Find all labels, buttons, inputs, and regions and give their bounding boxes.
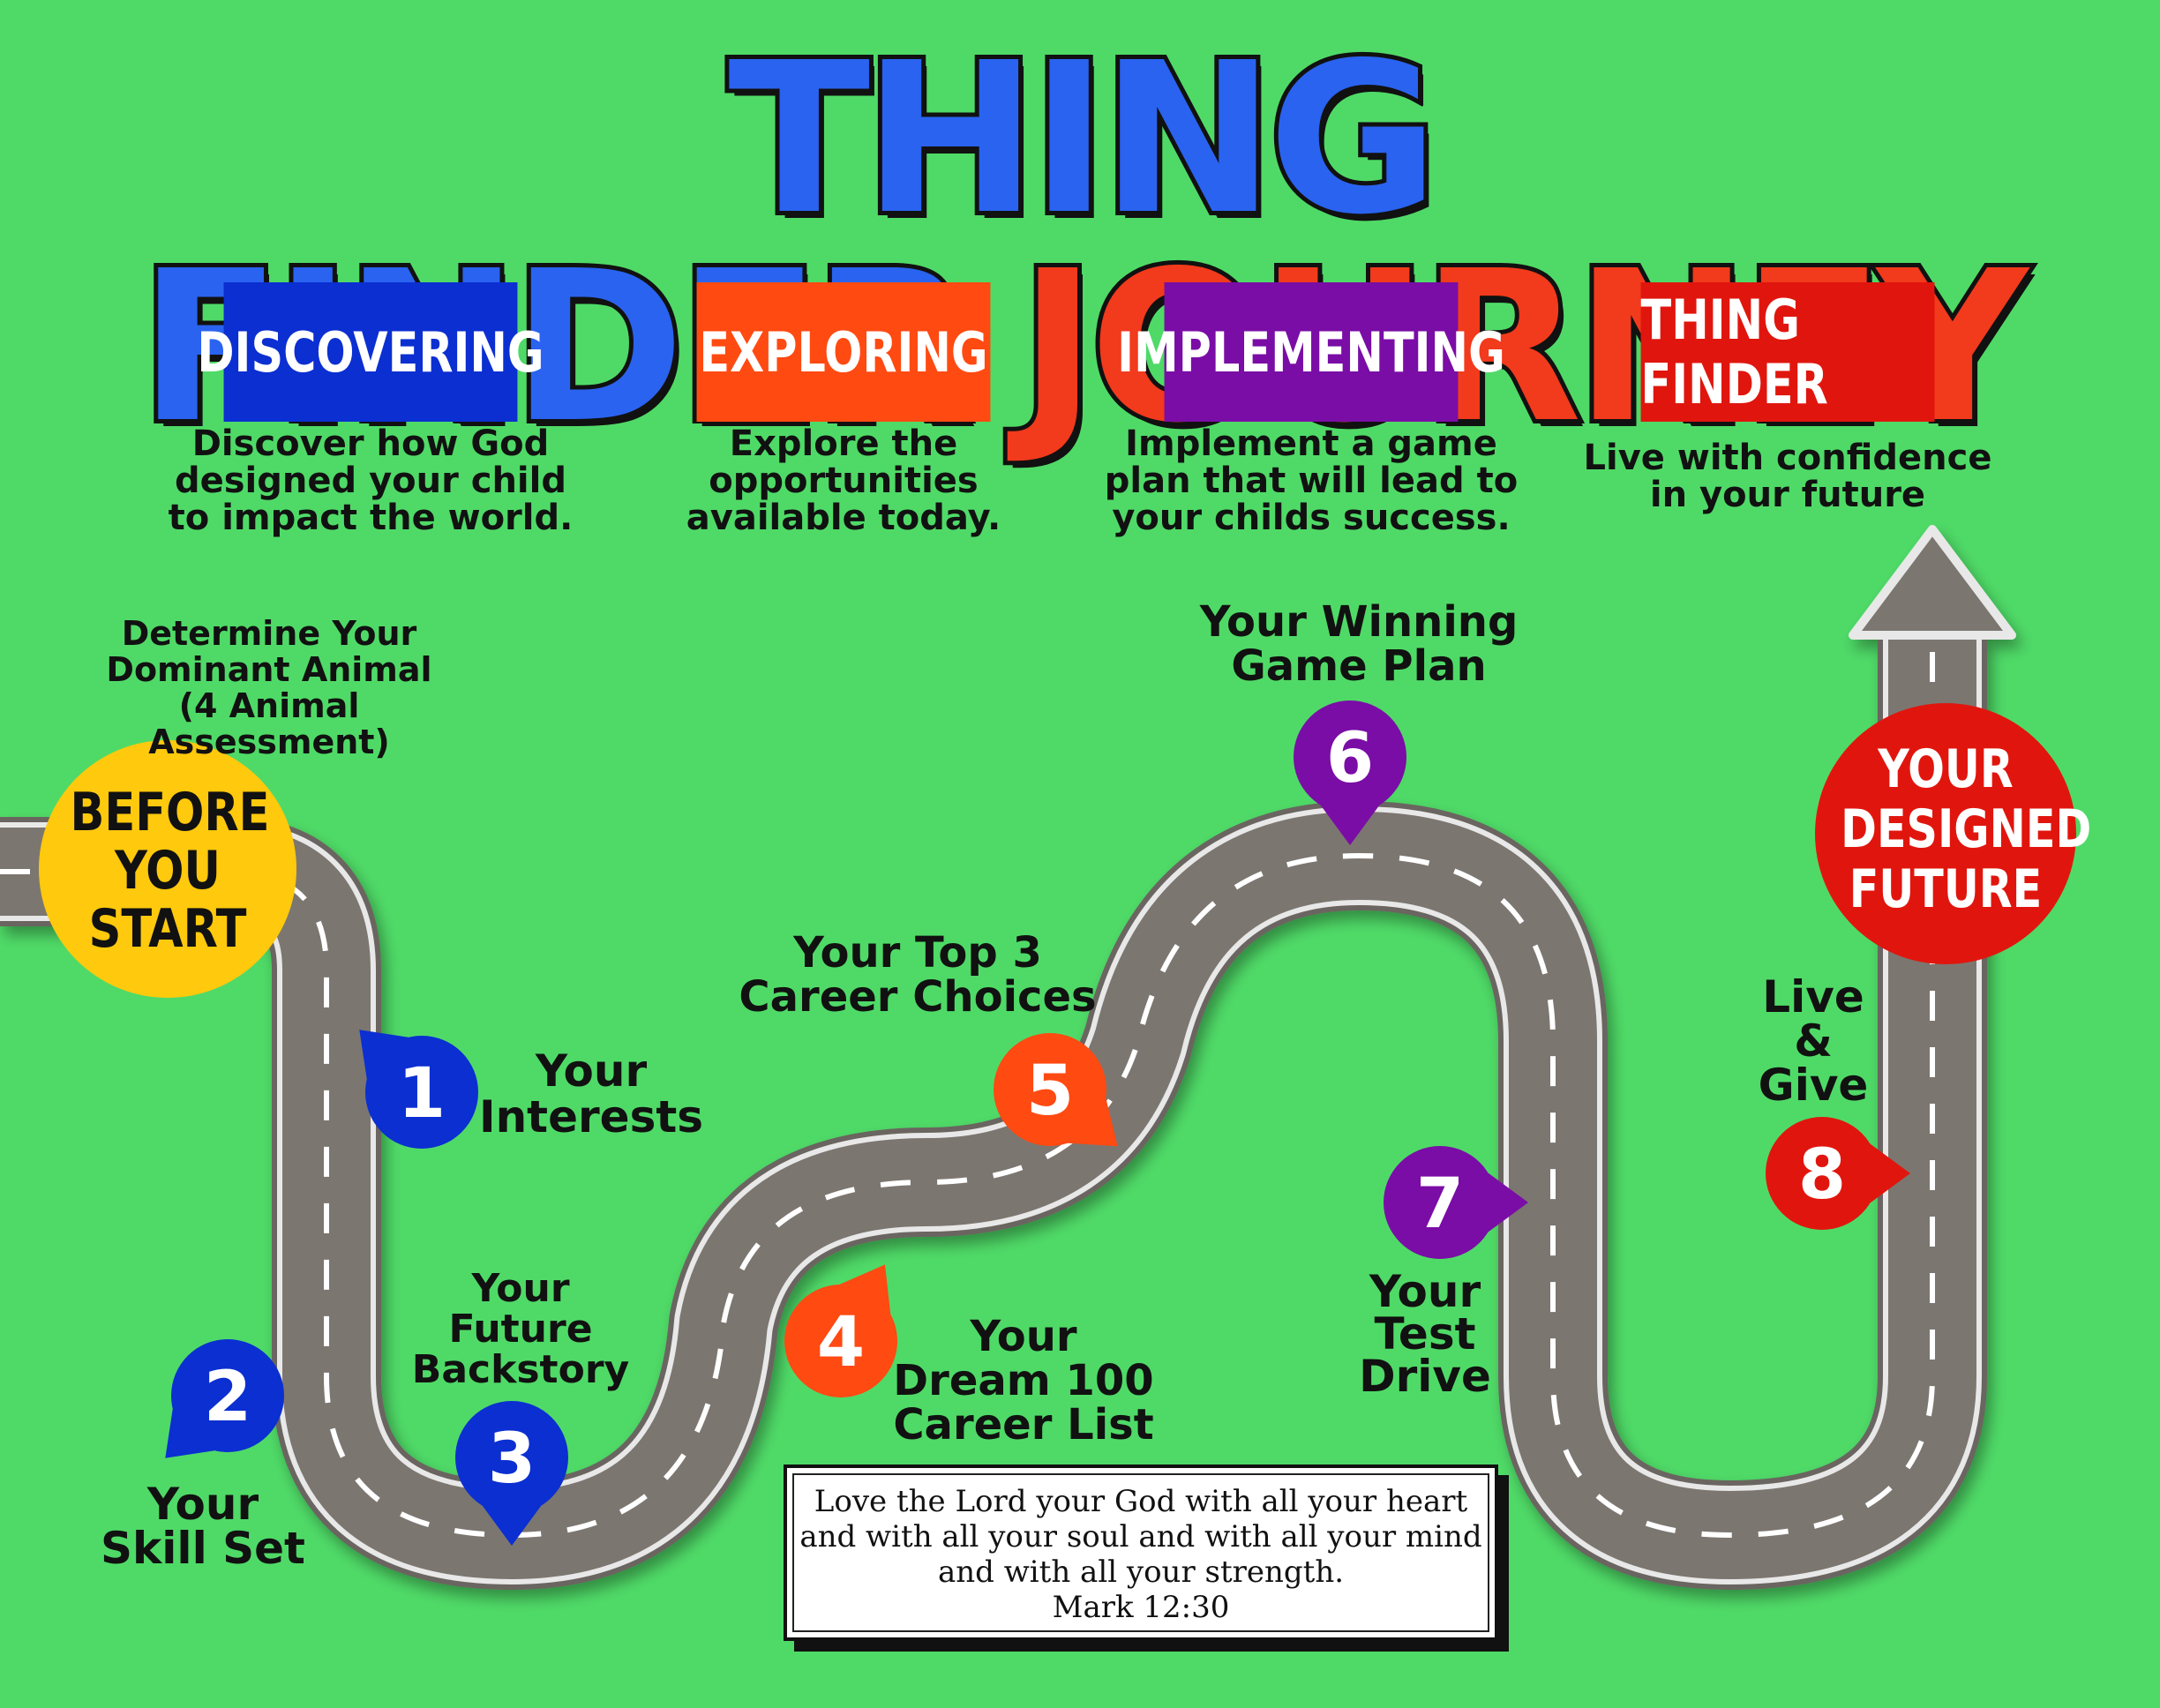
- step-number: 7: [1416, 1165, 1464, 1244]
- phase-label: THING FINDER: [1640, 288, 1828, 416]
- step-number: 1: [398, 1054, 446, 1134]
- step-label-line: Your: [146, 1479, 259, 1530]
- phase-description-line: Implement a game: [1125, 423, 1497, 464]
- end-circle-label: YOUR DESIGNED FUTURE: [1841, 738, 2092, 920]
- step-pins: 1 2 3 4 5 6 7 8: [165, 700, 1910, 1546]
- step-number: 4: [817, 1303, 865, 1382]
- step-pin-1: 1: [359, 1030, 478, 1149]
- step-label-line: Game Plan: [1231, 641, 1487, 691]
- phase-description-line: your childs success.: [1112, 498, 1511, 538]
- phase-description-line: in your future: [1649, 475, 1926, 515]
- step-number: 6: [1326, 719, 1374, 798]
- step-label-line: Your: [970, 1312, 1077, 1361]
- step-label-line: Career Choices: [739, 972, 1097, 1022]
- step-label-line: Drive: [1359, 1351, 1491, 1402]
- phase-description-line: to impact the world.: [168, 498, 574, 538]
- step-label-line: Your Winning: [1199, 597, 1519, 647]
- phase-label: IMPLEMENTING: [1117, 319, 1505, 385]
- step-number: 3: [488, 1420, 536, 1499]
- phase-description-line: Discover how God: [191, 423, 550, 464]
- step-label-8: Live&Give: [1729, 975, 1897, 1107]
- step-label-line: Interests: [478, 1091, 703, 1142]
- step-label-line: &: [1794, 1015, 1833, 1067]
- phase-box-exploring: EXPLORING: [696, 282, 991, 422]
- step-label-line: Future: [448, 1307, 593, 1352]
- phase-description-line: available today.: [686, 498, 1001, 538]
- step-pin-8: 8: [1766, 1117, 1910, 1230]
- end-circle: [1815, 703, 2076, 964]
- step-label-line: Backstory: [411, 1347, 630, 1392]
- phase-box-thing-finder: THING FINDER: [1640, 282, 1935, 422]
- step-label-line: Test: [1374, 1308, 1476, 1360]
- step-pin-2: 2: [165, 1339, 284, 1458]
- step-pin-5: 5: [994, 1033, 1118, 1147]
- step-pin-4: 4: [784, 1264, 897, 1397]
- phase-description-line: Live with confidence: [1583, 438, 1992, 478]
- verse-line: and with all your strength.: [937, 1554, 1345, 1590]
- step-number: 5: [1026, 1052, 1074, 1131]
- step-pin-7: 7: [1384, 1146, 1528, 1259]
- verse-line: Love the Lord your God with all your hea…: [814, 1484, 1468, 1519]
- step-pin-3: 3: [455, 1401, 568, 1546]
- verse-box: Love the Lord your God with all your hea…: [784, 1465, 1498, 1641]
- step-number: 8: [1798, 1135, 1846, 1215]
- start-circle: [39, 740, 296, 998]
- phase-description-line: plan that will lead to: [1104, 461, 1519, 501]
- step-label-line: Your: [535, 1045, 648, 1097]
- verse-reference: Mark 12:30: [1052, 1590, 1230, 1625]
- step-label-line: Career List: [893, 1400, 1154, 1450]
- step-label-line: Give: [1758, 1060, 1869, 1111]
- phase-description-line: Explore the: [729, 423, 958, 464]
- verse-line: and with all your soul and with all your…: [799, 1519, 1482, 1554]
- phase-box-implementing: IMPLEMENTING: [1117, 282, 1505, 422]
- phase-description-line: opportunities: [709, 461, 979, 501]
- phase-label: EXPLORING: [699, 319, 988, 385]
- step-number: 2: [204, 1358, 251, 1437]
- road-arrow-head: [1849, 525, 2016, 640]
- step-label-line: Dream 100: [893, 1356, 1154, 1405]
- step-label-line: Skill Set: [101, 1523, 305, 1574]
- step-label-line: Your: [1369, 1266, 1481, 1317]
- step-label-line: Live: [1762, 971, 1864, 1023]
- step-pin-6: 6: [1294, 700, 1406, 845]
- step-label-line: Your: [471, 1266, 570, 1311]
- start-note: Determine Your Dominant Animal (4 Animal…: [106, 614, 432, 761]
- start-circle-label: BEFORE YOU START: [70, 782, 270, 960]
- phase-box-discovering: DISCOVERING: [197, 282, 544, 422]
- step-label-line: Your Top 3: [793, 928, 1042, 978]
- phase-label: DISCOVERING: [197, 319, 544, 385]
- phase-description-line: designed your child: [174, 461, 566, 501]
